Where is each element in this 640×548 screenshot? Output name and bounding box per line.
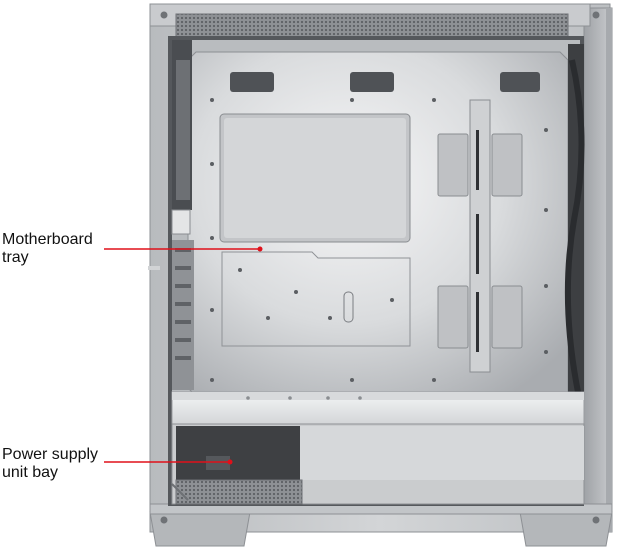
- callout-line: tray: [2, 249, 93, 267]
- motherboard-tray-panel: [188, 52, 568, 396]
- motherboard-tray-callout: Motherboard tray: [2, 231, 93, 267]
- psu-shroud: [172, 392, 584, 424]
- psu-bay-callout: Power supply unit bay: [2, 446, 98, 482]
- screw-icon: [593, 517, 600, 524]
- top-mesh-vent: [176, 14, 568, 38]
- callout-line: Motherboard: [2, 231, 93, 249]
- screw-icon: [161, 12, 168, 19]
- callout-line: Power supply: [2, 446, 98, 464]
- psu-bay-dot: [228, 460, 233, 465]
- callout-line: unit bay: [2, 464, 98, 482]
- psu-bay-compartment: [172, 424, 584, 504]
- screw-icon: [161, 517, 168, 524]
- screw-icon: [593, 12, 600, 19]
- motherboard-tray-dot: [258, 247, 263, 252]
